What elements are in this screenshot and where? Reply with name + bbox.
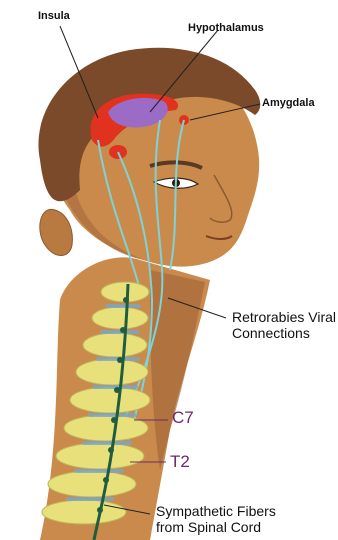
ear: [40, 209, 73, 255]
retrorabies-label: Retrorabies Viral Connections: [232, 310, 336, 341]
sympathetic-label-line2: from Spinal Cord: [156, 520, 276, 536]
sympathetic-label-line1: Sympathetic Fibers: [156, 504, 276, 520]
sympathetic-label: Sympathetic Fibers from Spinal Cord: [156, 504, 276, 535]
neck-shadow: [150, 270, 205, 470]
c7-label: C7: [172, 408, 194, 427]
retrorabies-label-line2: Connections: [232, 326, 336, 342]
amygdala-label: Amygdala: [262, 97, 315, 109]
insula-label: Insula: [38, 10, 70, 22]
retrorabies-label-line1: Retrorabies Viral: [232, 310, 336, 326]
t2-label: T2: [170, 452, 190, 471]
hypothalamus-label: Hypothalamus: [188, 22, 264, 34]
